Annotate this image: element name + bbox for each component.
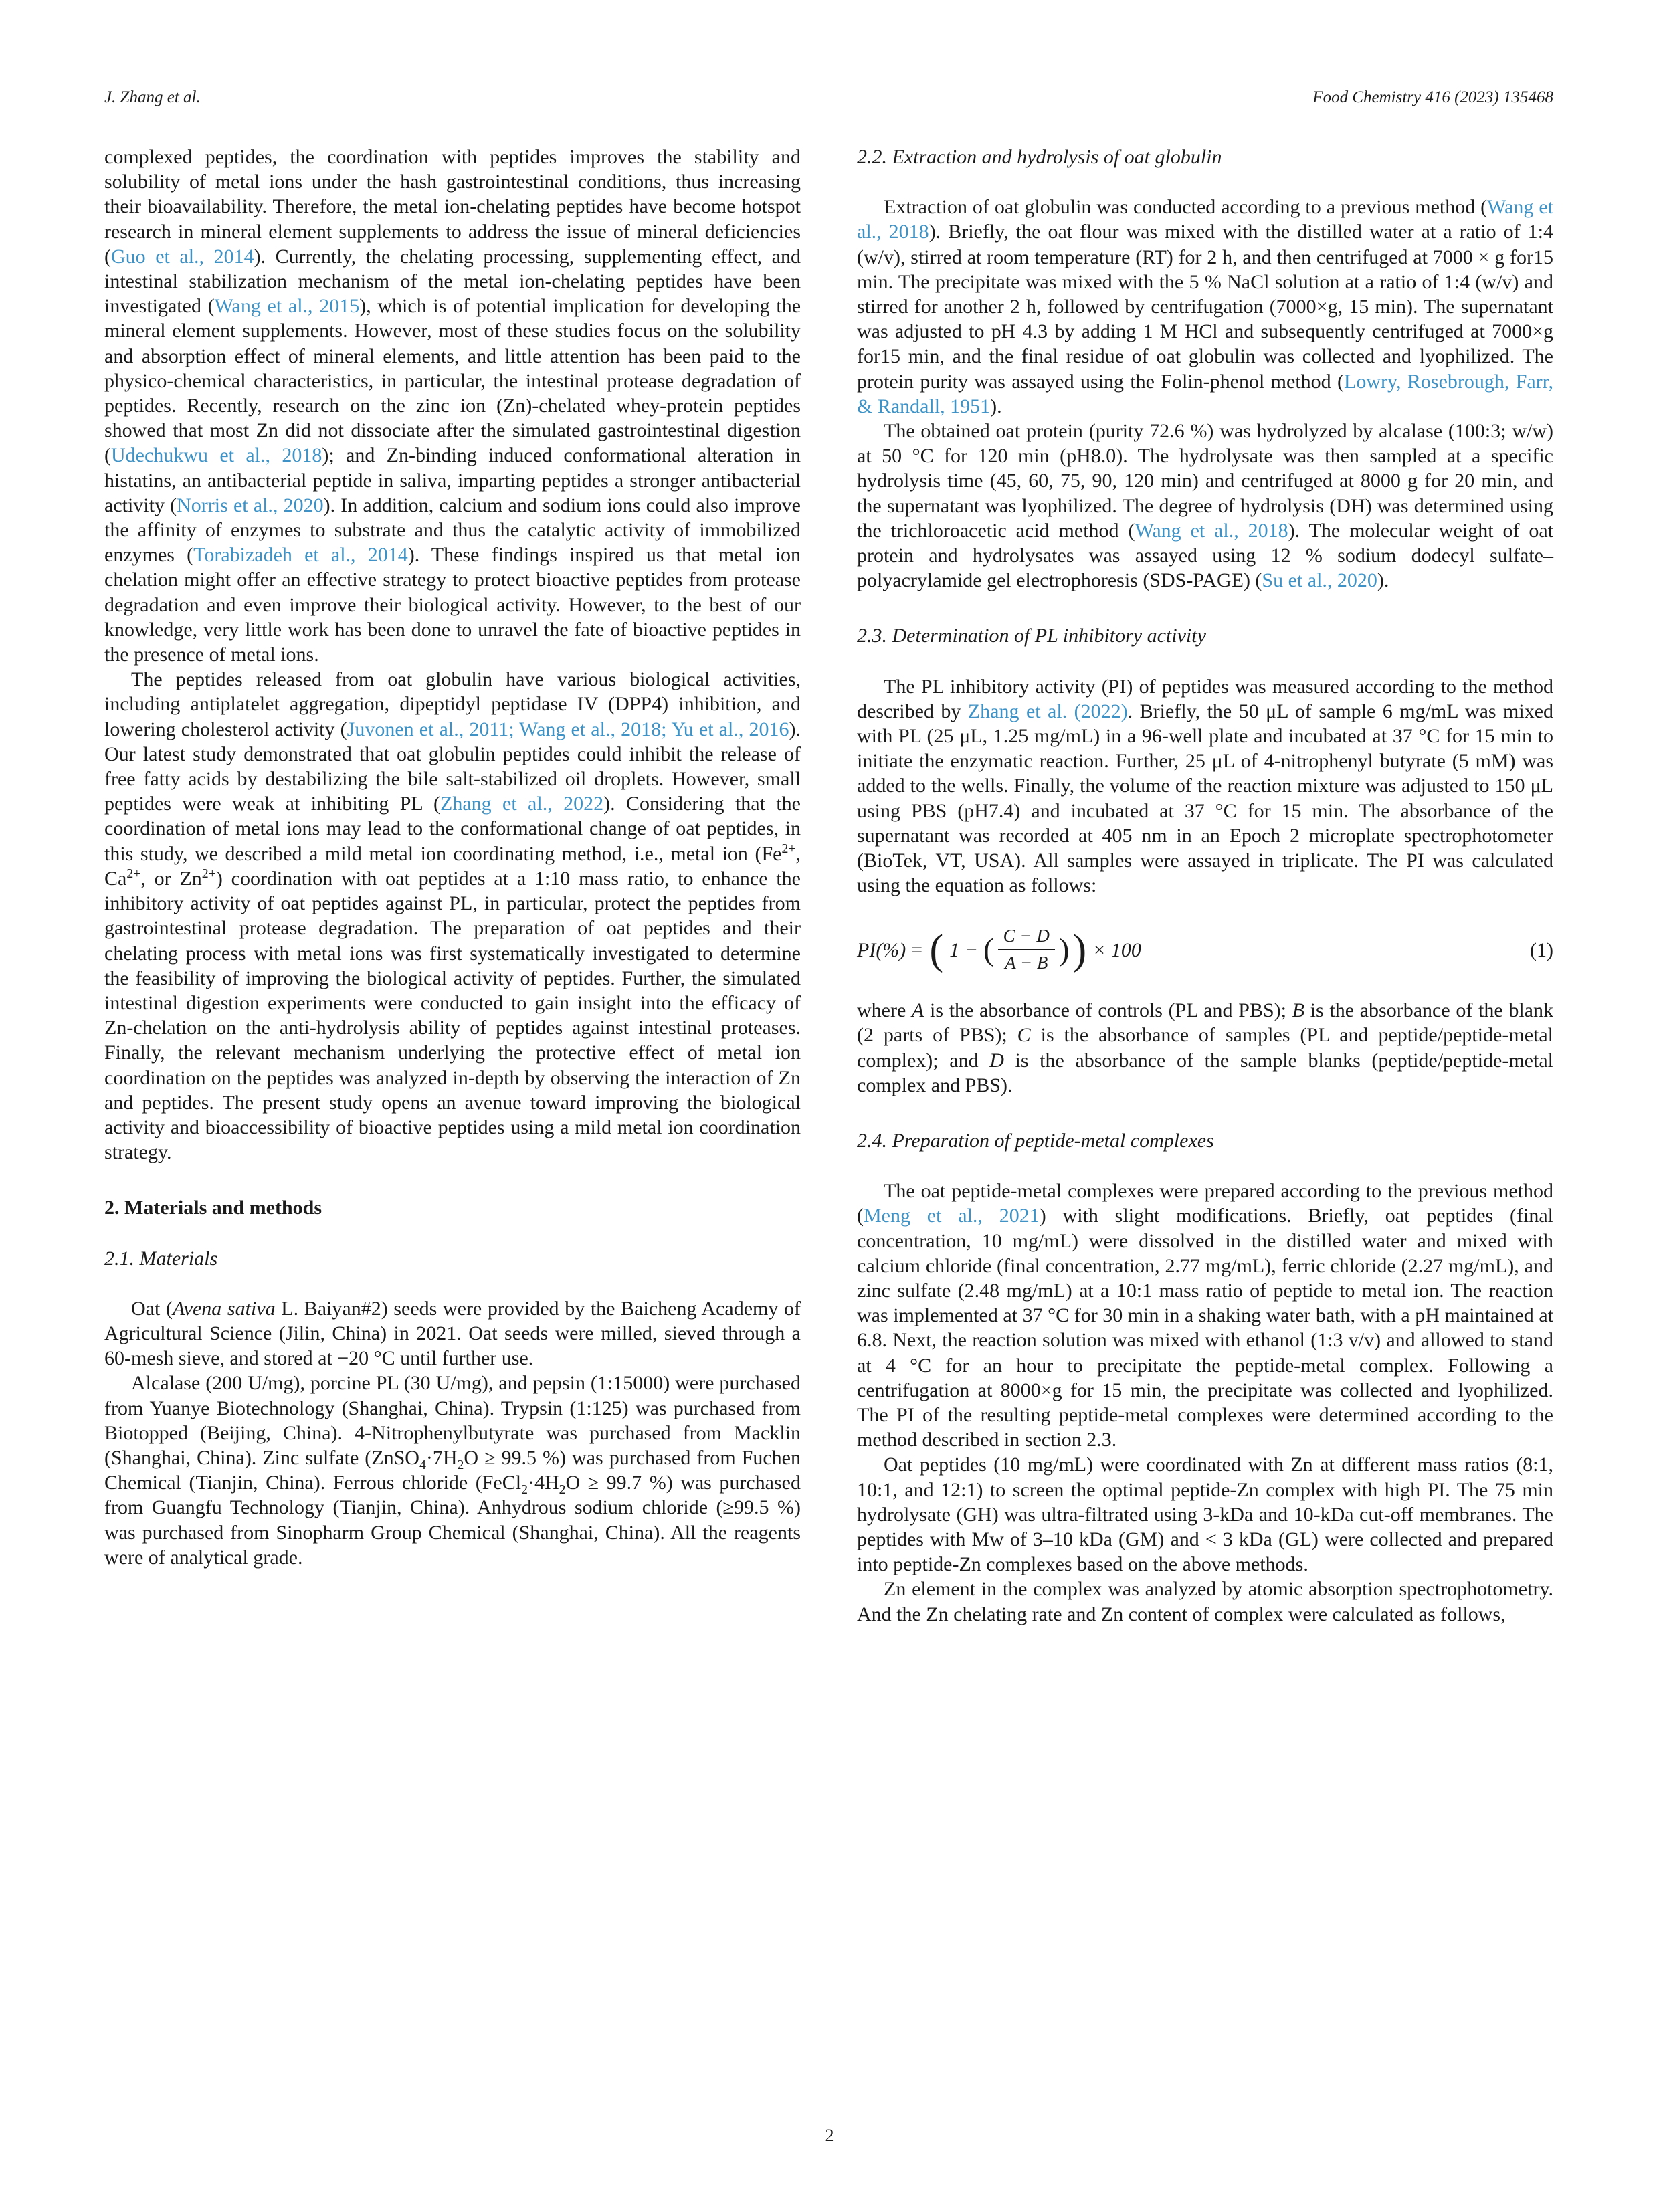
citation-link[interactable]: Wang et al., 2015: [214, 295, 360, 318]
equation-lhs: PI(%): [857, 938, 906, 961]
text-run: Alcalase (200 U/mg), porcine PL (30 U/mg…: [104, 1372, 801, 1469]
citation-link[interactable]: Meng et al., 2021: [864, 1205, 1040, 1227]
text-run: . Briefly, the 50 μL of sample 6 mg/mL w…: [857, 700, 1554, 897]
superscript-text: 2+: [126, 866, 141, 881]
text-run: ) with slight modifications. Briefly, oa…: [857, 1205, 1553, 1451]
citation-link[interactable]: Lowry, Rosebrough, Farr, & Randall, 1951: [857, 370, 1553, 417]
citation-link[interactable]: Zhang et al., 2022: [440, 793, 604, 815]
paragraph: Zn element in the complex was analyzed b…: [857, 1577, 1553, 1626]
text-run: ). Our latest study demonstrated that oa…: [104, 718, 801, 815]
text-run: O ≥ 99.5 %) was purchased from Fuchen Ch…: [104, 1446, 801, 1494]
text-run: ) coordination with oat peptides at a 1:…: [104, 867, 801, 1164]
citation-link[interactable]: Udechukwu et al., 2018: [111, 444, 322, 467]
text-run: The PL inhibitory activity (PI) of pepti…: [857, 675, 1553, 722]
text-run: ). These findings inspired us that metal…: [104, 544, 801, 666]
text-run: is the absorbance of controls (PL and PB…: [924, 999, 1292, 1022]
citation-link[interactable]: Wang et al., 2018: [857, 196, 1553, 243]
italic-text: D: [989, 1049, 1004, 1072]
text-run: The obtained oat protein (purity 72.6 %)…: [857, 420, 1553, 542]
paragraph: Oat (Avena sativa L. Baiyan#2) seeds wer…: [104, 1296, 801, 1371]
text-run: ). Currently, the chelating processing, …: [104, 245, 801, 318]
text-run: is the absorbance of the blank (2 parts …: [857, 999, 1553, 1047]
text-run: , Ca: [104, 842, 801, 890]
italic-text: B: [1292, 999, 1304, 1022]
running-header: J. Zhang et al. Food Chemistry 416 (2023…: [104, 88, 1553, 107]
italic-text: A: [911, 999, 924, 1022]
fraction-denominator: A − B: [1005, 952, 1048, 973]
text-run: ). Considering that the coordination of …: [104, 793, 801, 865]
italic-text: C: [1017, 1024, 1031, 1047]
close-paren-inner: ): [1058, 932, 1070, 967]
text-run: where: [857, 999, 912, 1022]
paragraph: Oat peptides (10 mg/mL) were coordinated…: [857, 1452, 1553, 1577]
text-run: ), which is of potential implication for…: [104, 295, 801, 467]
page-content: complexed peptides, the coordination wit…: [104, 144, 1553, 1627]
right-column: 2.2. Extraction and hydrolysis of oat gl…: [857, 144, 1553, 1627]
text-run: ).: [1377, 569, 1389, 592]
equation-multiplier: × 100: [1092, 938, 1141, 961]
italic-text: Avena sativa: [172, 1297, 276, 1320]
citation-link[interactable]: Juvonen et al., 2011; Wang et al., 2018;…: [347, 718, 789, 740]
text-run: ). Briefly, the oat flour was mixed with…: [857, 221, 1553, 393]
fraction-numerator: C − D: [997, 926, 1055, 951]
equation-equals: =: [910, 938, 924, 961]
text-run: ·4H: [527, 1472, 559, 1494]
citation-link[interactable]: Torabizadeh et al., 2014: [193, 544, 408, 567]
equation-number: (1): [1530, 938, 1553, 961]
text-run: is the absorbance of samples (PL and pep…: [857, 1024, 1554, 1072]
paragraph: The oat peptide-metal complexes were pre…: [857, 1179, 1553, 1452]
citation-link[interactable]: Wang et al., 2018: [1135, 519, 1288, 542]
text-run: Extraction of oat globulin was conducted…: [884, 196, 1488, 219]
text-run: L. Baiyan#2) seeds were provided by the …: [104, 1297, 801, 1370]
header-authors: J. Zhang et al.: [104, 88, 201, 106]
text-run: , or Zn: [140, 867, 202, 890]
subscript-text: 4: [419, 1457, 426, 1472]
subsection-heading: 2.1. Materials: [104, 1247, 218, 1270]
text-run: is the absorbance of the sample blanks (…: [857, 1049, 1553, 1096]
text-run: The peptides released from oat globulin …: [104, 668, 801, 740]
subscript-text: 2: [559, 1482, 566, 1498]
paragraph: where A is the absorbance of controls (P…: [857, 998, 1553, 1098]
text-run: ).: [990, 395, 1002, 417]
text-run: O ≥ 99.7 %) was purchased from Guangfu T…: [104, 1472, 801, 1569]
citation-link[interactable]: Guo et al., 2014: [111, 245, 254, 268]
text-run: complexed peptides, the coordination wit…: [104, 146, 801, 268]
text-run: Oat (: [131, 1297, 173, 1320]
text-run: ); and Zn-binding induced conformational…: [104, 444, 801, 516]
superscript-text: 2+: [781, 841, 796, 856]
equation-one-minus: 1 −: [949, 938, 978, 961]
superscript-text: 2+: [201, 866, 216, 881]
subscript-text: 2: [457, 1457, 464, 1472]
citation-link[interactable]: Su et al., 2020: [1262, 569, 1377, 592]
close-paren-outer: ): [1072, 926, 1087, 973]
text-run: Zn element in the complex was analyzed b…: [857, 1578, 1553, 1625]
text-run: ·7H: [425, 1446, 458, 1469]
open-paren-inner: (: [983, 932, 994, 967]
paragraph: The obtained oat protein (purity 72.6 %)…: [857, 419, 1553, 593]
citation-link[interactable]: Zhang et al. (2022): [967, 700, 1128, 722]
paragraph: The PL inhibitory activity (PI) of pepti…: [857, 674, 1553, 898]
paragraph: complexed peptides, the coordination wit…: [104, 144, 801, 667]
citation-link[interactable]: Norris et al., 2020: [177, 494, 324, 516]
text-run: ). The molecular weight of oat protein a…: [857, 519, 1553, 592]
section-heading: 2. Materials and methods: [104, 1197, 322, 1219]
subsection-heading: 2.2. Extraction and hydrolysis of oat gl…: [857, 146, 1222, 168]
open-paren-outer: (: [929, 926, 944, 973]
paragraph: Alcalase (200 U/mg), porcine PL (30 U/mg…: [104, 1371, 801, 1570]
header-journal-ref: Food Chemistry 416 (2023) 135468: [1312, 88, 1553, 106]
subsection-heading: 2.4. Preparation of peptide-metal comple…: [857, 1130, 1214, 1152]
text-run: ). In addition, calcium and sodium ions …: [104, 494, 801, 567]
text-run: Oat peptides (10 mg/mL) were coordinated…: [857, 1453, 1553, 1576]
page-footer: 2: [0, 2126, 1659, 2146]
left-column: complexed peptides, the coordination wit…: [104, 144, 801, 1627]
paragraph: The peptides released from oat globulin …: [104, 667, 801, 1165]
text-run: The oat peptide-metal complexes were pre…: [857, 1180, 1553, 1227]
subscript-text: 2: [521, 1482, 528, 1498]
paragraph: Extraction of oat globulin was conducted…: [857, 195, 1553, 419]
subsection-heading: 2.3. Determination of PL inhibitory acti…: [857, 625, 1206, 647]
page-number: 2: [825, 2126, 834, 2145]
